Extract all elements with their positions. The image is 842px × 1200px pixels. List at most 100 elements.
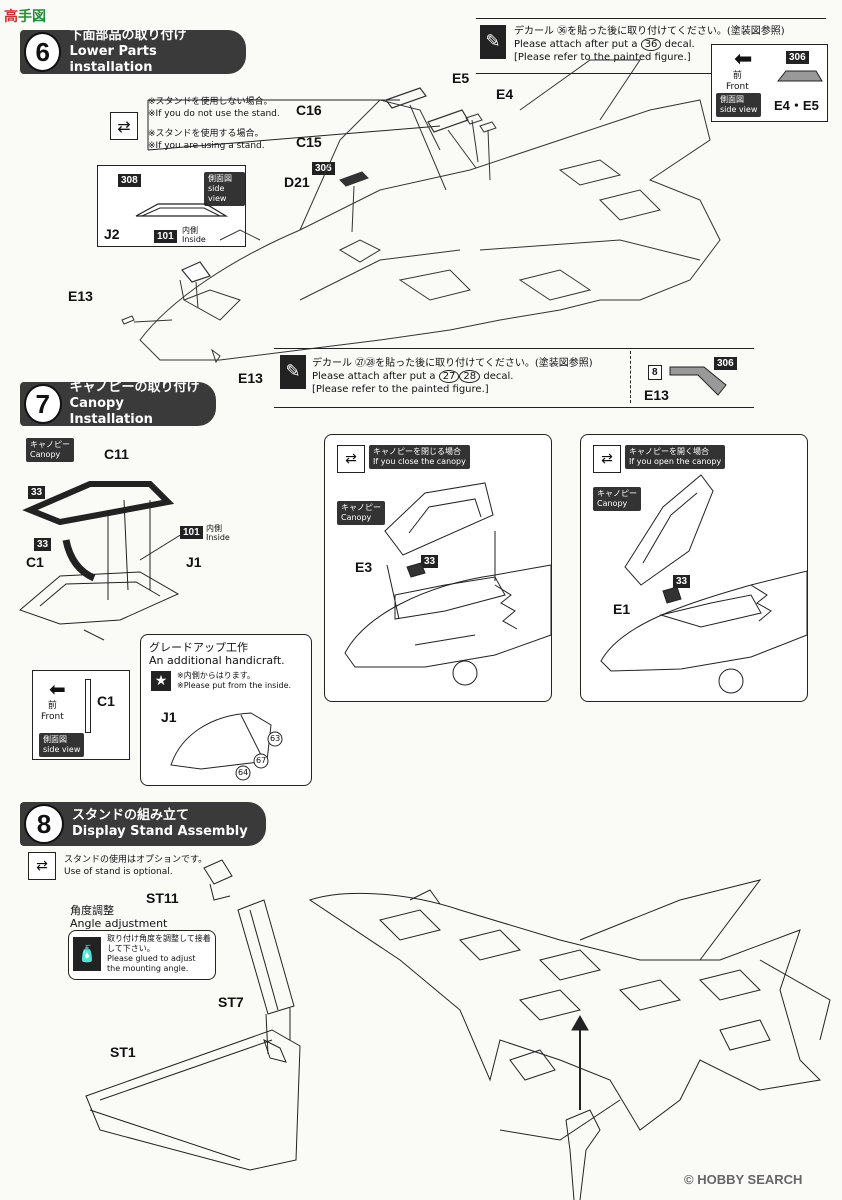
step6-title-jp: 下面部品の取り付け bbox=[69, 28, 187, 43]
part-j1-upgrade: J1 bbox=[161, 709, 177, 725]
upgrade-canopy-drawing bbox=[170, 712, 283, 781]
decal-33-b: 33 bbox=[34, 538, 52, 551]
part-j2: J2 bbox=[104, 226, 120, 242]
front-en-c1: Front bbox=[41, 712, 64, 722]
stand-option-box: ⇄ ※スタンドを使用しない場合。 ※If you do not use the … bbox=[108, 94, 336, 158]
decal36-en3: [Please refer to the painted figure.] bbox=[514, 52, 691, 63]
part-e3: E3 bbox=[355, 559, 373, 575]
decal-63: 63 bbox=[270, 734, 281, 743]
watermark-text: 手図 bbox=[18, 8, 46, 24]
part-c1-front: C1 bbox=[97, 693, 115, 709]
part-st7: ST7 bbox=[218, 994, 244, 1010]
decal-33-a: 33 bbox=[28, 486, 46, 499]
decal-306-e13: 306 bbox=[714, 357, 737, 370]
angle-note-jp: 取り付け角度を調整して接着して下さい。 bbox=[107, 934, 211, 953]
step7-number: 7 bbox=[24, 384, 62, 424]
decal2728-callout: ✎ デカール ㉗㉘を貼った後に取り付けてください。(塗装図参照) Please … bbox=[274, 348, 754, 408]
no-stand-jp: ※スタンドを使用しない場合。 bbox=[148, 97, 273, 107]
decal36-jp: デカール ㊱を貼った後に取り付けてください。(塗装図参照) bbox=[514, 26, 785, 37]
swap-arrows-icon: ⇄ bbox=[110, 112, 138, 140]
stand-en: ※If you are using a stand. bbox=[148, 141, 265, 151]
canopy-frame-drawing bbox=[135, 203, 229, 217]
part-c15: C15 bbox=[296, 134, 322, 150]
part-e13-left: E13 bbox=[68, 288, 93, 304]
stand-optional-en: Use of stand is optional. bbox=[64, 867, 173, 877]
angle-note-en1: Please glued to adjust bbox=[107, 954, 196, 963]
star-icon: ★ bbox=[151, 671, 171, 691]
angle-note-box: 🧴 取り付け角度を調整して接着して下さい。 Please glued to ad… bbox=[68, 930, 216, 980]
front-en: Front bbox=[726, 82, 749, 92]
inside-en: Inside bbox=[182, 235, 206, 244]
inside-jp: 内側 bbox=[182, 226, 198, 235]
stand-jp: ※スタンドを使用する場合。 bbox=[148, 129, 264, 139]
decal2728-en2: decal. bbox=[483, 371, 514, 382]
swap-arrows-icon-open: ⇄ bbox=[593, 445, 621, 473]
part-c11: C11 bbox=[104, 446, 129, 462]
step8-number: 8 bbox=[24, 804, 64, 844]
decal2728-jp: デカール ㉗㉘を貼った後に取り付けてください。(塗装図参照) bbox=[312, 358, 593, 369]
decal-33-open: 33 bbox=[673, 575, 691, 588]
part-e13-box: E13 bbox=[644, 387, 669, 403]
arrow-left-icon: ⬅ bbox=[734, 47, 753, 72]
part-st1: ST1 bbox=[110, 1044, 136, 1060]
decal2728-num2: 28 bbox=[459, 370, 481, 383]
step6-title-en: Lower Parts installation bbox=[69, 44, 157, 75]
step7-title-en: Canopy Installation bbox=[69, 396, 153, 427]
upgrade-box: グレードアップ工作 An additional handicraft. ★ ※内… bbox=[140, 634, 312, 786]
part-e13-bottom: E13 bbox=[238, 370, 263, 386]
decal-101: 101 bbox=[154, 230, 177, 243]
decal-67: 67 bbox=[256, 756, 267, 765]
front-jp-c1: 前 bbox=[47, 701, 57, 711]
decal-64: 64 bbox=[238, 768, 249, 777]
angle-en: Angle adjustment bbox=[70, 917, 168, 930]
part-e5: E5 bbox=[452, 70, 470, 86]
inside-en-2: Inside bbox=[206, 533, 230, 542]
arrow-left-icon-c1: ⬅ bbox=[49, 677, 66, 701]
decal36-callout: ✎ デカール ㊱を貼った後に取り付けてください。(塗装図参照) Please a… bbox=[476, 18, 826, 74]
decal36-en1: Please attach after put a bbox=[514, 39, 638, 50]
watermark-bottom-text: HOBBY SEARCH bbox=[697, 1172, 803, 1187]
copyright-mark: © bbox=[684, 1172, 694, 1187]
watermark-char: 高 bbox=[4, 8, 18, 24]
e4-e5-shape bbox=[776, 70, 823, 82]
decal36-en2: decal. bbox=[664, 39, 695, 50]
decal-8: 8 bbox=[648, 365, 662, 380]
upgrade-note-en: ※Please put from the inside. bbox=[177, 681, 292, 690]
part-c1: C1 bbox=[26, 554, 44, 570]
part-st11: ST11 bbox=[146, 890, 179, 906]
e13-shape bbox=[669, 366, 727, 396]
hobby-search-watermark: © HOBBY SEARCH bbox=[684, 1172, 802, 1187]
part-d21: D21 bbox=[284, 174, 310, 190]
parts-e4-e5: E4・E5 bbox=[774, 98, 819, 113]
swap-arrows-icon-close: ⇄ bbox=[337, 445, 365, 473]
stand-optional-jp: スタンドの使用はオプションです。 bbox=[64, 855, 208, 865]
close-canopy-drawing bbox=[344, 482, 552, 686]
brush-icon: ✎ bbox=[480, 25, 506, 59]
angle-note-en2: the mounting angle. bbox=[107, 964, 189, 973]
decal36-num: 36 bbox=[640, 38, 662, 51]
part-e4: E4 bbox=[496, 86, 514, 102]
watermark-logo: 高手図 bbox=[4, 6, 46, 26]
step8-title-en: Display Stand Assembly bbox=[72, 824, 248, 839]
decal2728-num1: 27 bbox=[438, 370, 460, 383]
glue-tube-icon: 🧴 bbox=[73, 937, 101, 971]
part-j1: J1 bbox=[186, 554, 202, 570]
step6-number: 6 bbox=[24, 32, 62, 72]
